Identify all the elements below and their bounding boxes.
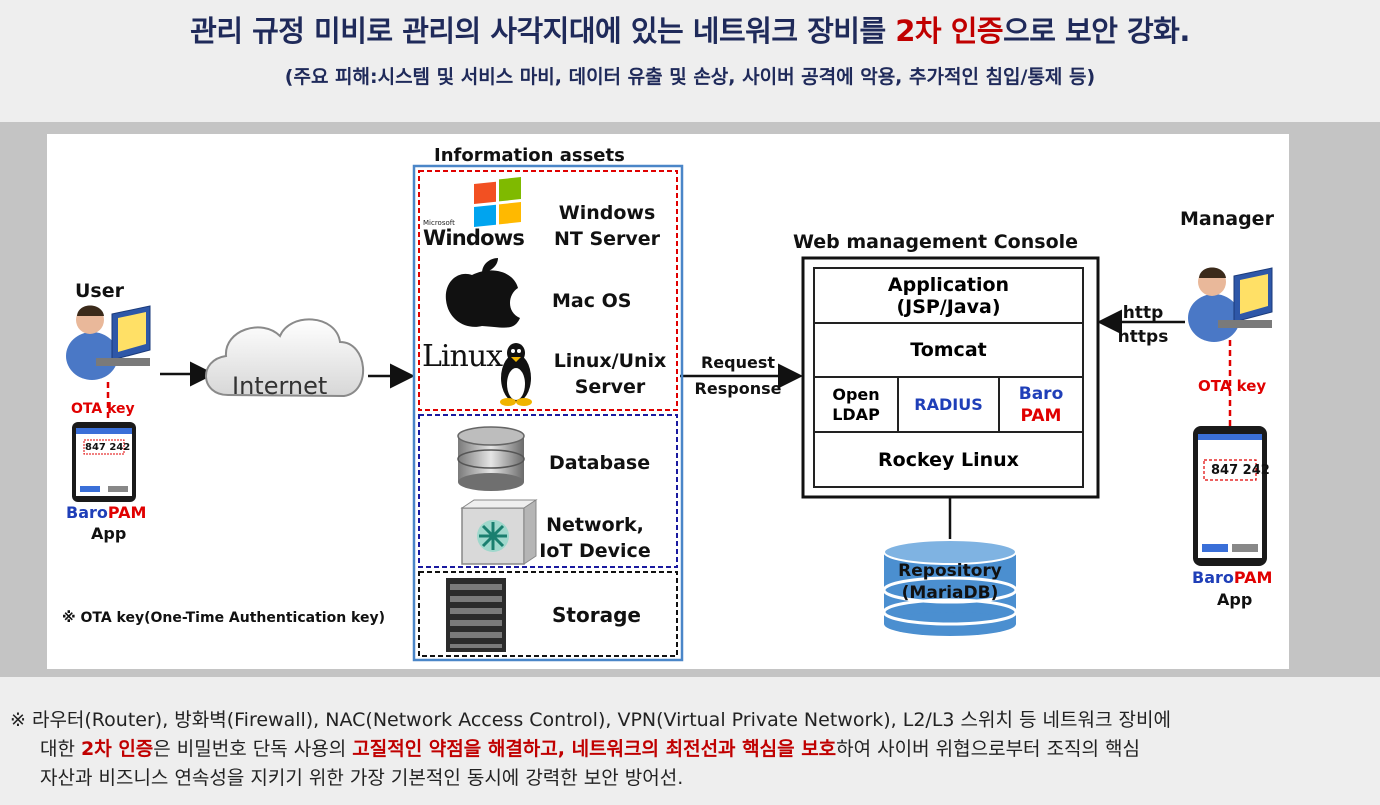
device-group-box [418,414,678,568]
footer-line-2: 대한 2차 인증은 비밀번호 단독 사용의 고질적인 약점을 해결하고, 네트워… [40,738,1141,760]
http-label: http https [1117,303,1169,347]
database-icon [457,426,525,491]
linux-label: Linux/Unix Server [553,350,667,398]
apple-logo-icon [445,258,520,328]
repository-cylinder-icon [882,539,1018,636]
linux-logo-text: Linux [422,339,503,374]
console-rockey-linux: Rockey Linux [813,431,1084,488]
ota-note: ※ OTA key(One-Time Authentication key) [62,610,385,626]
page-subtitle: (주요 피해:시스템 및 서비스 마비, 데이터 유출 및 손상, 사이버 공격… [284,66,1096,88]
windows-logo-text: Windows [423,226,525,250]
footer-line-3: 자산과 비즈니스 연속성을 지키기 위한 가장 기본적인 동시에 강력한 보안 … [40,767,684,789]
console-tomcat: Tomcat [813,322,1084,378]
page-title: 관리 규정 미비로 관리의 사각지대에 있는 네트워크 장비를 2차 인증으로 … [190,14,1190,48]
user-phone-code: 847 242 [85,442,131,453]
repository-label: Repository (MariaDB) [898,561,1002,603]
footer-line-1: ※ 라우터(Router), 방화벽(Firewall), NAC(Networ… [10,709,1171,731]
user-person-icon [66,305,151,380]
manager-label: Manager [1180,208,1274,230]
manager-ota-key-label: OTA key [1198,377,1267,395]
assets-title: Information assets [434,145,625,166]
storage-rack-icon [446,578,506,652]
title-highlight: 2차 인증 [895,14,1004,48]
windows-flag-icon [474,177,521,227]
console-title: Web management Console [793,231,1079,253]
user-phone-icon [72,422,136,502]
storage-group-box [418,571,678,657]
internet-label: Internet [232,372,328,400]
manager-app-brand: BaroPAM [1192,568,1273,587]
manager-app-label: App [1217,590,1253,609]
console-open-ldap: Open LDAP [813,376,899,433]
windows-label: Windows NT Server [553,202,661,250]
windows-logo-small: Microsoft [423,219,455,227]
mac-os-label: Mac OS [552,290,632,312]
footer-note: ※ 라우터(Router), 방화벽(Firewall), NAC(Networ… [10,706,1370,793]
network-switch-icon [460,499,538,565]
storage-label: Storage [552,603,641,627]
manager-phone-code: 847 242 [1211,463,1270,478]
user-label: User [75,280,124,302]
assets-outer-box [412,164,684,662]
user-ota-key-label: OTA key [71,401,135,417]
user-app-brand: BaroPAM [66,503,147,522]
cloud-icon [205,318,365,398]
manager-phone-icon [1193,426,1267,566]
tux-penguin-icon [500,343,532,406]
user-app-label: App [91,524,127,543]
manager-person-icon [1188,267,1273,342]
request-response-label: Request Response [694,353,782,398]
network-label: Network, IoT Device [539,514,651,562]
database-label: Database [549,452,651,474]
console-application: Application (JSP/Java) [813,267,1084,324]
os-group-box [418,170,678,411]
console-radius: RADIUS [897,376,1000,433]
